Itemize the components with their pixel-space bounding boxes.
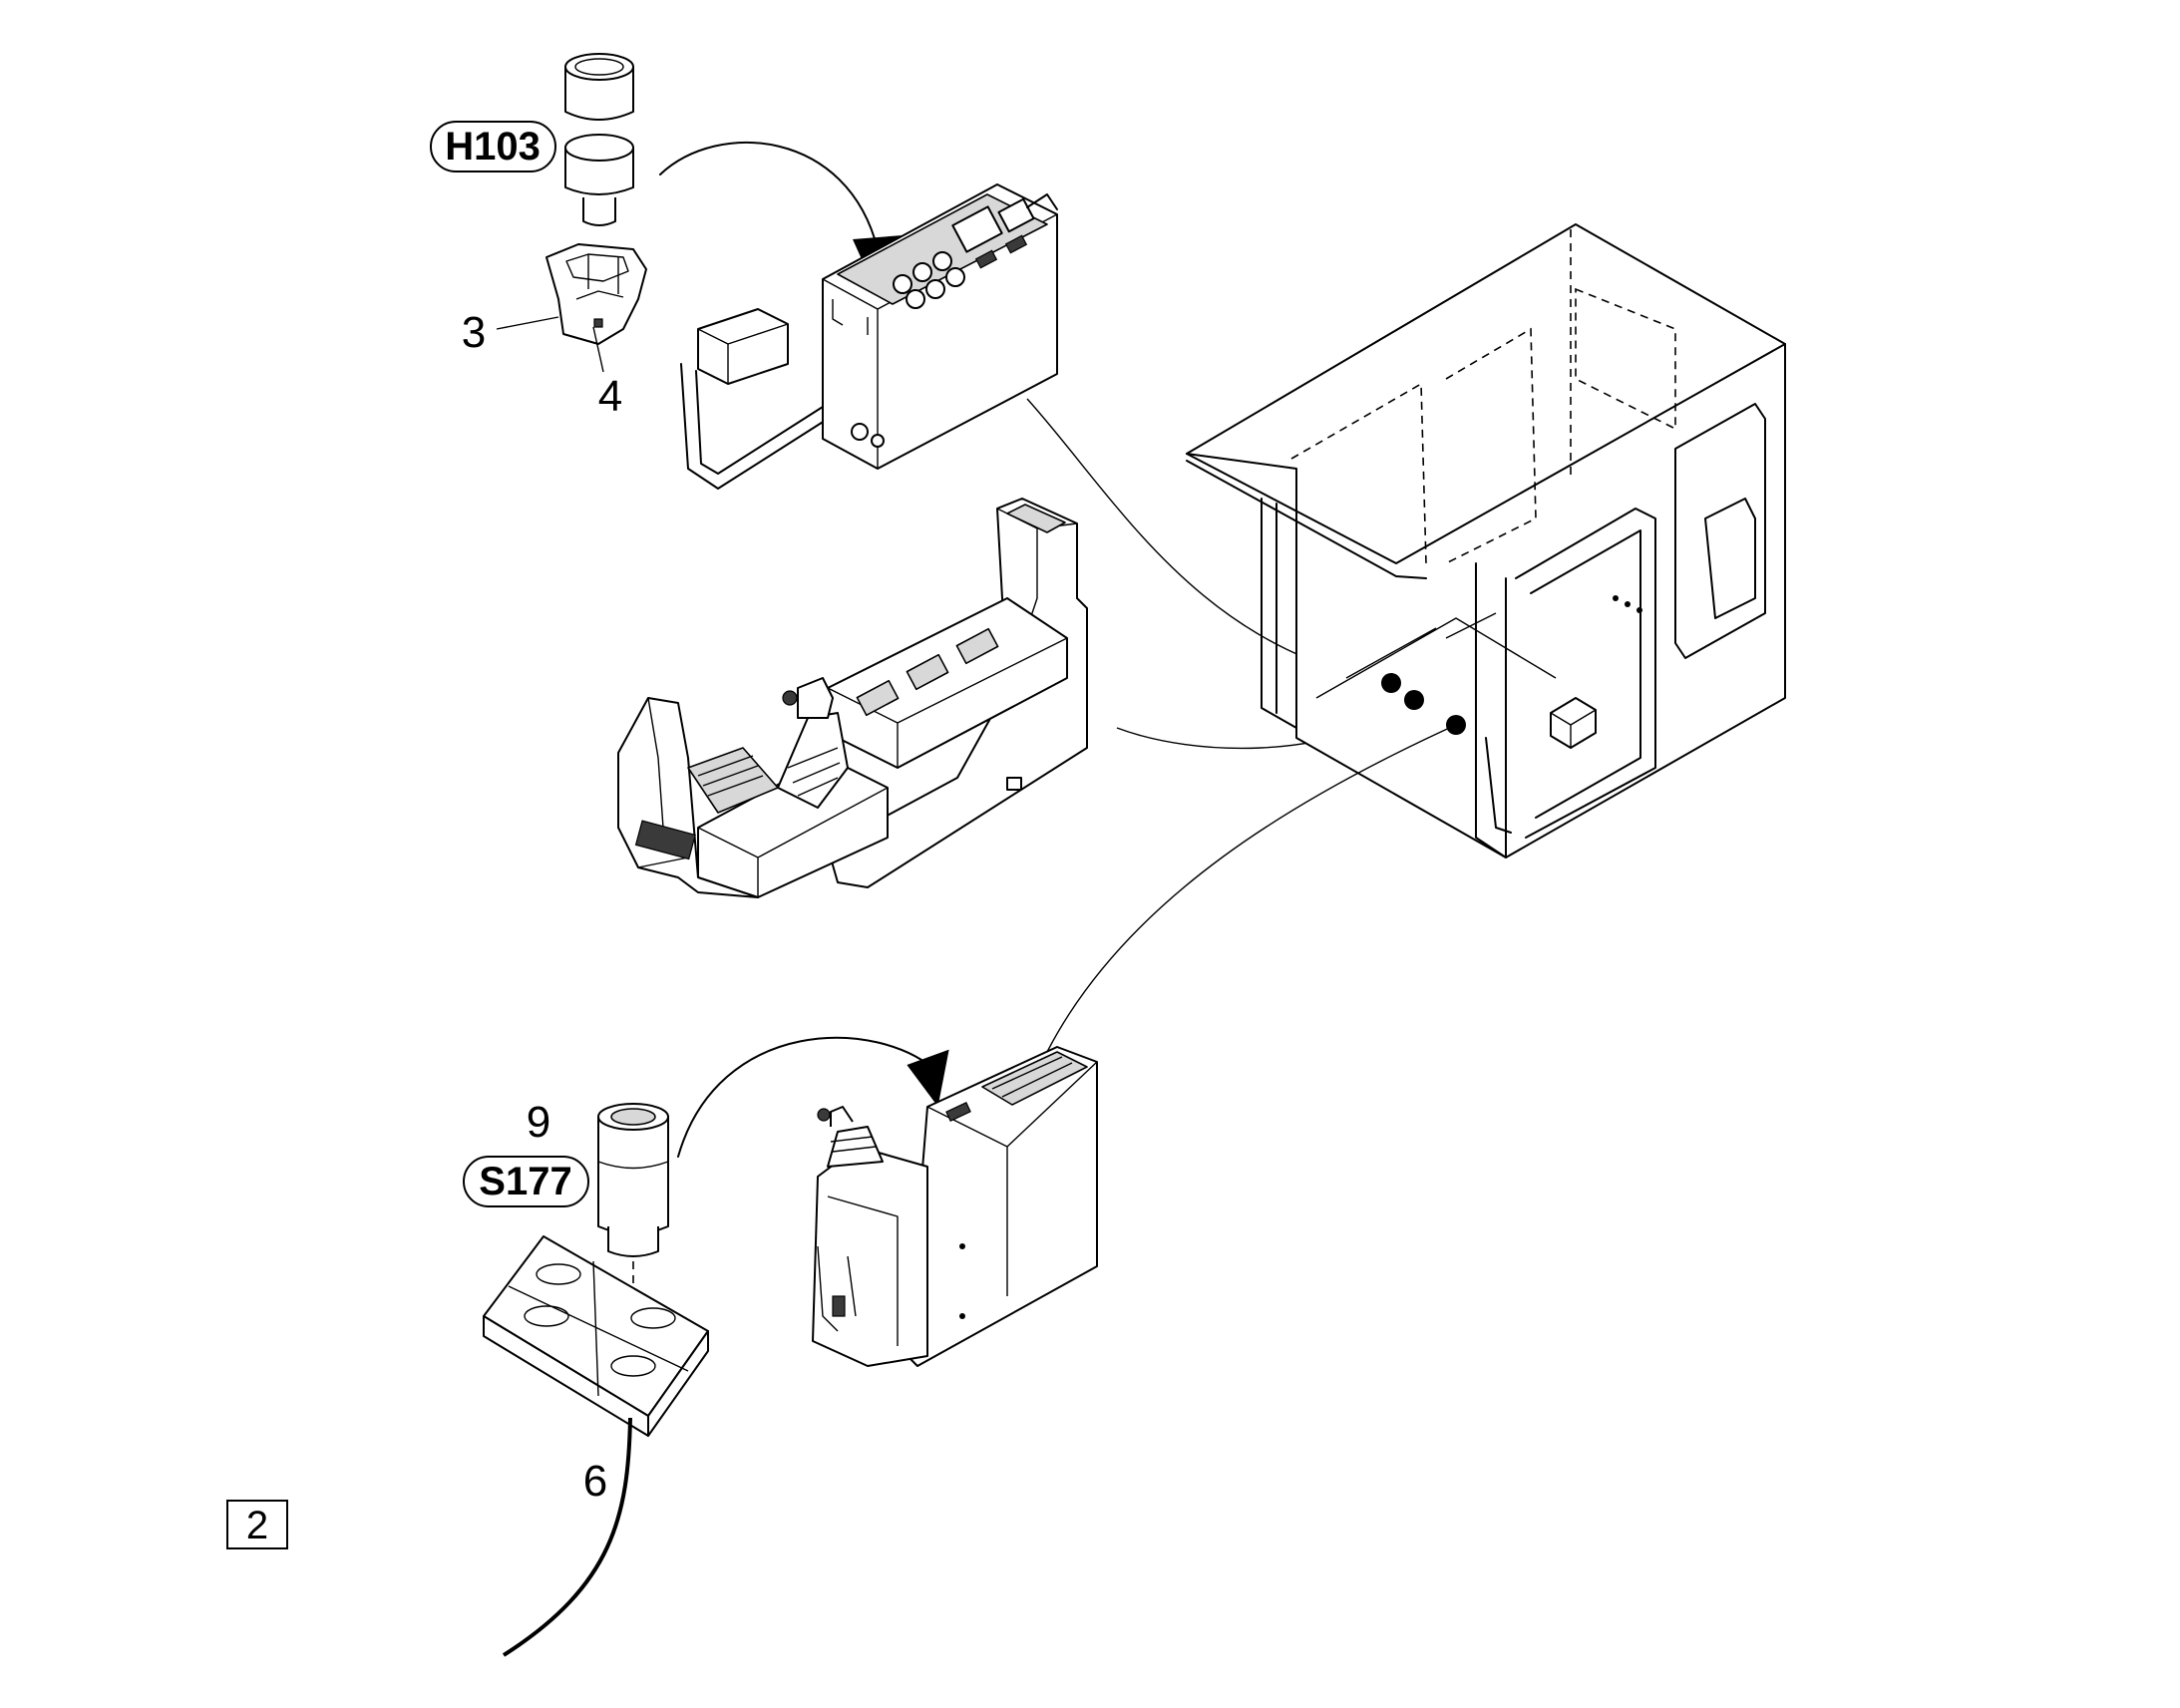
- arrowhead-lower-icon: [907, 1049, 949, 1107]
- leader-line-4: [592, 326, 604, 373]
- cable-cab-to-lower-box: [1046, 724, 1457, 1053]
- tag-h103: H103: [430, 121, 556, 172]
- switch-mounting-plate: [483, 1235, 709, 1437]
- lamp-holder-part: [545, 243, 647, 345]
- item-number-6: 6: [583, 1457, 607, 1506]
- cab-frame: [1186, 223, 1786, 858]
- cable-6: [502, 1417, 632, 1657]
- item-number-4: 4: [598, 372, 622, 421]
- tag-s177-label: S177: [479, 1160, 571, 1203]
- curved-arrow-lower: [677, 1036, 938, 1158]
- tag-s177: S177: [463, 1156, 589, 1207]
- operator-console: [617, 498, 1088, 898]
- tag-h103-label: H103: [445, 125, 541, 169]
- lamp-cap-part: [564, 53, 634, 121]
- sheet-number-label: 2: [246, 1504, 268, 1547]
- upper-control-box: [680, 183, 1058, 490]
- curved-arrow-upper: [659, 141, 879, 250]
- connection-point-2: [1404, 690, 1424, 710]
- switch-s177-part: [597, 1103, 669, 1346]
- sheet-number-box: 2: [226, 1500, 288, 1549]
- item-number-3: 3: [462, 308, 486, 357]
- connection-point-1: [1381, 673, 1401, 693]
- lower-control-box: [812, 1046, 1098, 1367]
- lamp-lens-part: [564, 134, 634, 226]
- leader-line-3: [496, 316, 559, 330]
- item-number-9: 9: [527, 1098, 550, 1147]
